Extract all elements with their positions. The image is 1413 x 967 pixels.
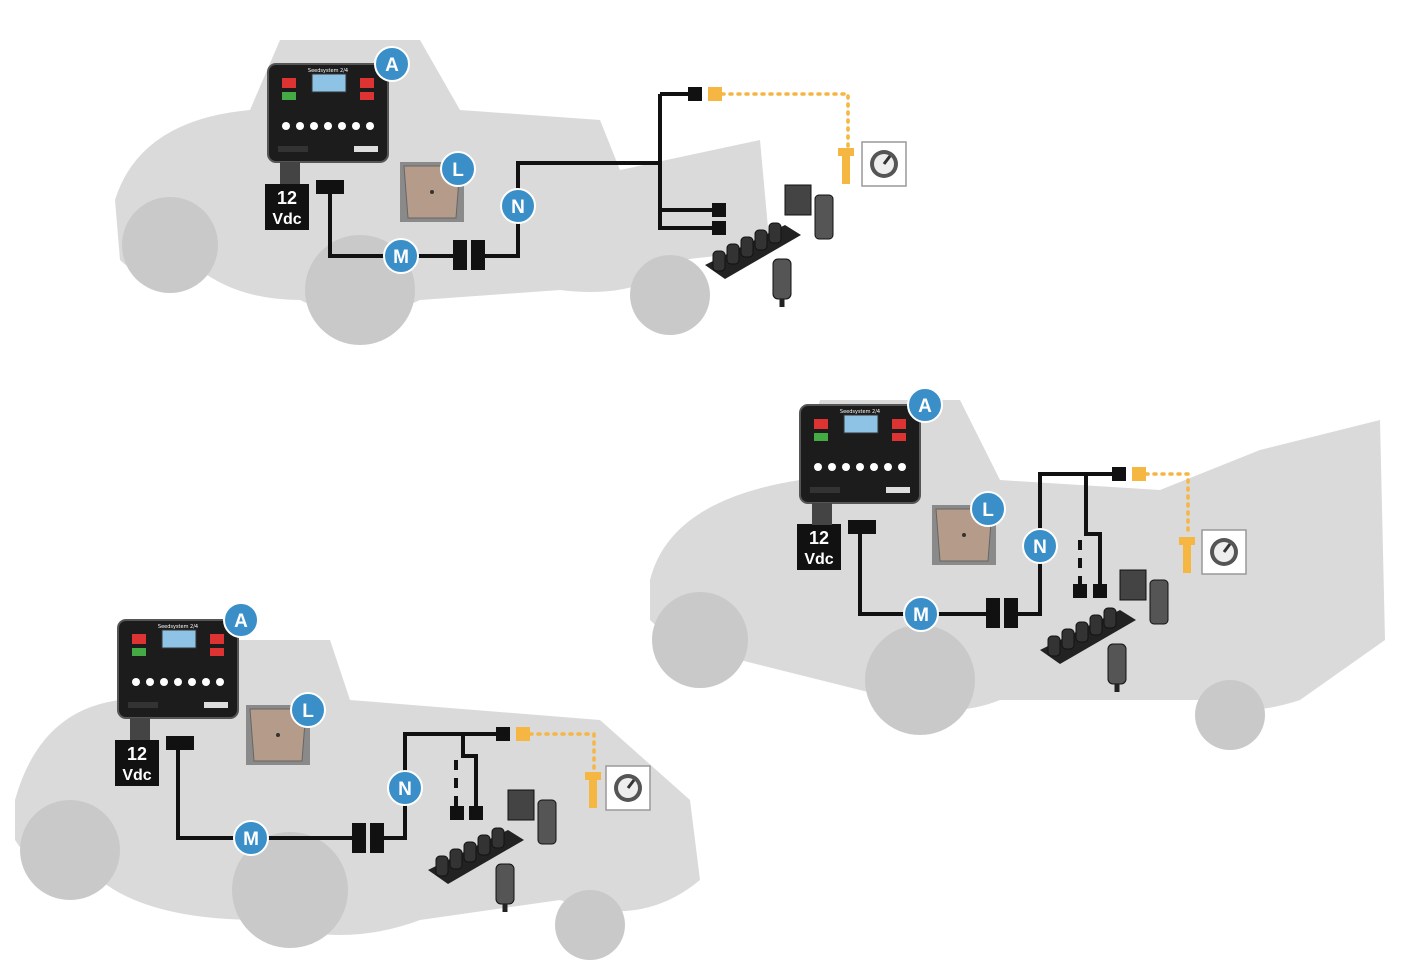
label-n-text: N [398,779,412,800]
label-a: A [375,47,409,81]
label-n: N [388,771,422,805]
cable-coupler-right [471,240,485,270]
valve-connector-2 [1093,584,1107,598]
label-n: N [1023,529,1057,563]
controller-icon: Seedsystem 2/4 [800,405,920,503]
label-l: L [441,152,475,186]
sensor-connector-black [688,87,702,101]
label-a: A [908,388,942,422]
controller-icon: Seedsystem 2/4 [268,64,388,162]
label-a-text: A [385,55,399,76]
voltage-unit: Vdc [804,551,833,568]
label-l-text: L [982,500,994,521]
power-plug [130,718,150,740]
voltage-value: 12 [277,188,297,208]
sensor-connector-yellow [516,727,530,741]
sensor-signal-line [722,94,848,146]
cable-coupler-right [370,823,384,853]
controller-icon: Seedsystem 2/4 [118,620,238,718]
valve-connector-1 [450,806,464,820]
label-a-text: A [918,396,932,417]
cable-coupler-left [352,823,366,853]
valve-connector-2 [712,221,726,235]
power-plug [812,503,832,525]
valve-connector-1 [712,203,726,217]
label-a-text: A [234,611,248,632]
label-m-text: M [393,247,409,268]
voltage-value: 12 [809,528,829,548]
sensor-connector-black [1112,467,1126,481]
label-m: M [904,597,938,631]
controller-brand-text: Seedsystem 2/4 [158,624,198,630]
voltage-unit: Vdc [272,211,301,228]
label-l: L [291,693,325,727]
main-cable-connector [166,736,194,750]
label-m: M [384,239,418,273]
sensor-connector-black [496,727,510,741]
main-cable-connector [848,520,876,534]
label-n-text: N [511,197,525,218]
voltage-unit: Vdc [122,767,151,784]
pressure-gauge-icon [862,142,906,186]
label-m-text: M [243,829,259,850]
label-n-text: N [1033,537,1047,558]
label-m: M [234,821,268,855]
tractor-silhouette-2 [650,400,1385,750]
cable-coupler-right [1004,598,1018,628]
sensor-connector-yellow [708,87,722,101]
power-plug [280,162,300,184]
voltage-value: 12 [127,744,147,764]
label-m-text: M [913,605,929,626]
pressure-gauge-icon [606,766,650,810]
pressure-gauge-icon [1202,530,1246,574]
main-cable-connector [316,180,344,194]
valve-connector-1 [1073,584,1087,598]
pressure-sensor-icon [838,148,854,184]
cable-coupler-left [453,240,467,270]
label-l-text: L [302,701,314,722]
cable-coupler-left [986,598,1000,628]
label-n: N [501,189,535,223]
controller-brand-text: Seedsystem 2/4 [308,68,348,74]
label-a: A [224,603,258,637]
valve-connector-2 [469,806,483,820]
label-l-text: L [452,160,464,181]
label-l: L [971,492,1005,526]
sensor-connector-yellow [1132,467,1146,481]
controller-brand-text: Seedsystem 2/4 [840,409,880,415]
